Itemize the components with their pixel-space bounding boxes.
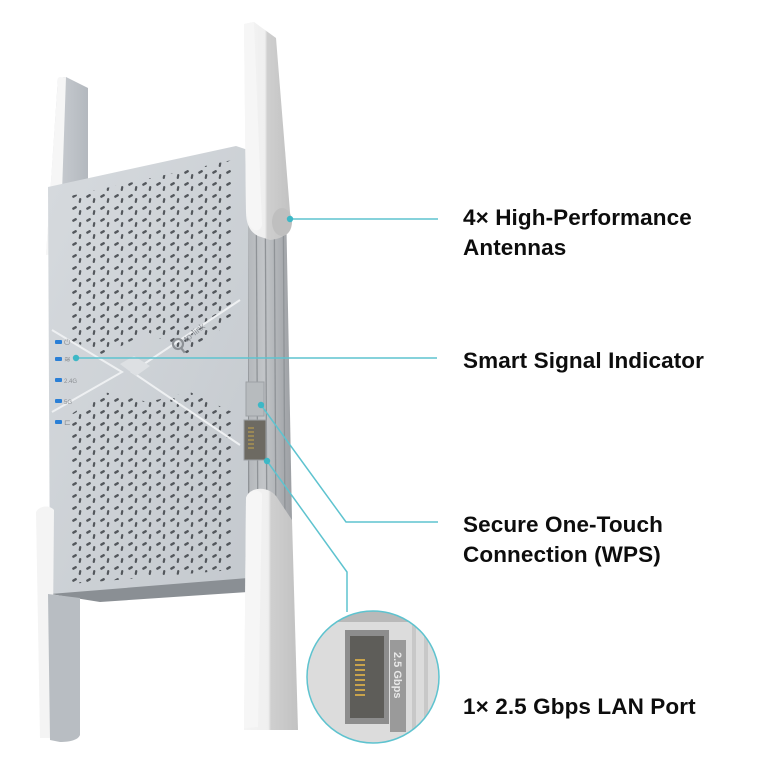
antenna-bottom-right: [244, 488, 298, 730]
antenna-top-right: [244, 22, 292, 240]
band-5g-led: [55, 399, 62, 403]
callout-label-wps: Secure One-Touch Connection (WPS): [463, 510, 663, 570]
signal-icon: ≋: [64, 355, 71, 364]
callout-text-line: 4× High-Performance: [463, 205, 692, 230]
callout-text-line: Connection (WPS): [463, 542, 661, 567]
ethernet-icon: ⊏: [64, 418, 71, 427]
callout-text-line: Smart Signal Indicator: [463, 348, 704, 373]
callout-lines: [76, 218, 438, 612]
callout-line-lan: [266, 460, 348, 612]
side-ports: [243, 381, 267, 461]
callout-label-antennas: 4× High-Performance Antennas: [463, 203, 692, 263]
callout-dot-lan: [263, 457, 271, 465]
callout-dot-signal: [72, 354, 80, 362]
callout-text-line: 1× 2.5 Gbps LAN Port: [463, 694, 696, 719]
callout-line-wps: [260, 404, 438, 523]
callout-label-lan-port: 1× 2.5 Gbps LAN Port: [463, 692, 696, 722]
lan-port-zoom-inset: 2.5 Gbps: [306, 610, 440, 744]
lan-port: [243, 419, 267, 461]
port-speed-label: 2.5 Gbps: [391, 652, 403, 698]
device-front-face: [48, 146, 248, 594]
wps-button: [245, 381, 265, 417]
antenna-bottom-left: [36, 506, 80, 742]
signal-led: [55, 357, 62, 361]
callout-dot-antennas: [286, 215, 294, 223]
callout-dot-wps: [257, 401, 265, 409]
band-5g-icon: 5G: [64, 400, 72, 406]
band-2-4g-icon: 2.4G: [64, 379, 77, 385]
power-led: [55, 340, 62, 344]
ethernet-led: [55, 420, 62, 424]
band-2-4g-led: [55, 378, 62, 382]
callout-label-signal-indicator: Smart Signal Indicator: [463, 346, 704, 376]
led-indicator-panel: ⏻ ≋ 2.4G 5G ⊏: [55, 338, 77, 427]
callout-dots: [72, 215, 294, 465]
callout-text-line: Antennas: [463, 235, 567, 260]
callout-text-line: Secure One-Touch: [463, 512, 663, 537]
power-icon: ⏻: [64, 338, 71, 347]
